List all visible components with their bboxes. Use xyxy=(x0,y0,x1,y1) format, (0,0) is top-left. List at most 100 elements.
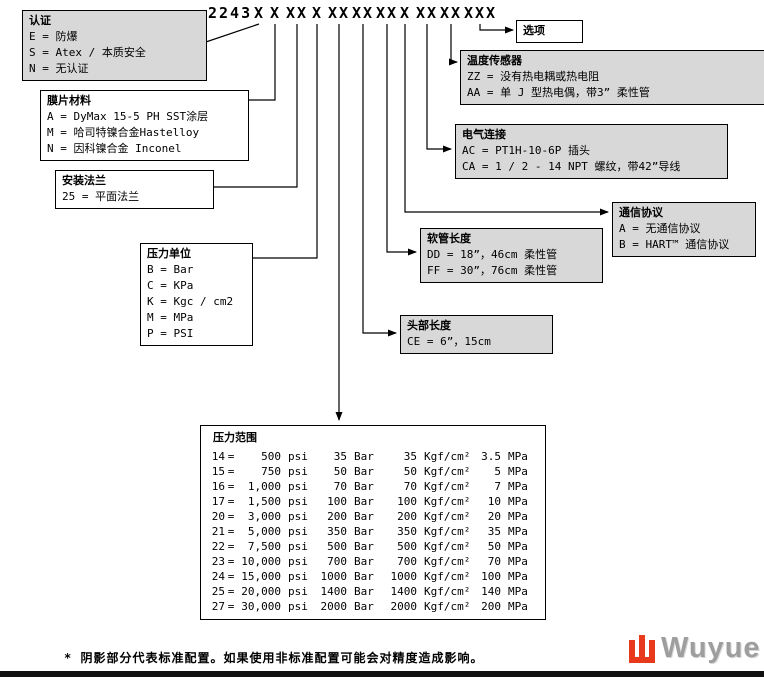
bar-unit: Bar xyxy=(354,510,374,523)
psi-value: 3,000 xyxy=(247,510,281,523)
kgf-value: 70 xyxy=(403,480,417,493)
mpa-unit: MPa xyxy=(508,495,528,508)
kgf-unit: Kgf/cm² xyxy=(424,570,471,583)
mpa-unit: MPa xyxy=(508,570,528,583)
range-code: 27 xyxy=(211,600,225,613)
kgf-unit: Kgf/cm² xyxy=(424,510,471,523)
equals-sign: = xyxy=(227,450,235,463)
mpa-value: 10 xyxy=(487,495,501,508)
mpa-unit: MPa xyxy=(508,450,528,463)
diaphragm-option-a: A = DyMax 15-5 PH SST涂层 xyxy=(47,110,209,123)
head-length-title: 头部长度 xyxy=(407,319,451,332)
equals-sign: = xyxy=(227,465,235,478)
mpa-unit: MPa xyxy=(508,480,528,493)
diaphragm-option-n: N = 因科镍合金 Inconel xyxy=(47,142,182,155)
hose-length-title: 软管长度 xyxy=(427,232,471,245)
psi-unit: psi xyxy=(288,570,308,583)
psi-value: 1,500 xyxy=(247,495,281,508)
wire-options xyxy=(479,24,514,34)
communication-protocol-title: 通信协议 xyxy=(619,206,663,219)
bar-value: 70 xyxy=(333,480,347,493)
bar-unit: Bar xyxy=(354,555,374,568)
equals-sign: = xyxy=(227,495,235,508)
kgf-value: 200 xyxy=(397,510,417,523)
footer-bar xyxy=(0,671,764,677)
mpa-unit: MPa xyxy=(508,555,528,568)
kgf-value: 500 xyxy=(397,540,417,553)
model-seg-head-length: XX xyxy=(352,4,375,22)
bar-value: 700 xyxy=(327,555,347,568)
psi-unit: psi xyxy=(288,465,308,478)
equals-sign: = xyxy=(227,510,235,523)
kgf-unit: Kgf/cm² xyxy=(424,555,471,568)
psi-value: 30,000 xyxy=(241,600,281,613)
psi-value: 750 xyxy=(261,465,281,478)
pressure-unit-option-p: P = PSI xyxy=(147,327,194,340)
certification-option-s: S = Atex / 本质安全 xyxy=(29,46,146,59)
certification-option-n: N = 无认证 xyxy=(29,62,89,75)
flange-option-25: 25 = 平面法兰 xyxy=(62,190,140,203)
kgf-unit: Kgf/cm² xyxy=(424,480,471,493)
bar-unit: Bar xyxy=(354,525,374,538)
electrical-option-ac: AC = PT1H-10-6P 插头 xyxy=(462,144,590,157)
kgf-value: 700 xyxy=(397,555,417,568)
hose-option-ff: FF = 30”，76cm 柔性管 xyxy=(427,264,558,277)
bar-unit: Bar xyxy=(354,600,374,613)
standard-config-note: * 阴影部分代表标准配置。如果使用非标准配置可能会对精度造成影响。 xyxy=(64,651,484,665)
pressure-unit-option-c: C = KPa xyxy=(147,279,194,292)
bar-value: 350 xyxy=(327,525,347,538)
mounting-flange-title: 安装法兰 xyxy=(62,174,106,187)
model-seg-temp-sensor: XX xyxy=(440,4,463,22)
pressure-unit-option-m: M = MPa xyxy=(147,311,194,324)
kgf-unit: Kgf/cm² xyxy=(424,600,471,613)
equals-sign: = xyxy=(227,585,235,598)
equals-sign: = xyxy=(227,570,235,583)
mpa-unit: MPa xyxy=(508,600,528,613)
model-seg-protocol: X xyxy=(400,4,412,22)
kgf-value: 2000 xyxy=(390,600,418,613)
range-code: 23 xyxy=(211,555,225,568)
psi-unit: psi xyxy=(288,600,308,613)
communication-protocol-box: 通信协议 A = 无通信协议 B = HART™ 通信协议 xyxy=(612,202,756,257)
psi-unit: psi xyxy=(288,540,308,553)
psi-value: 15,000 xyxy=(241,570,281,583)
range-code: 17 xyxy=(211,495,225,508)
diaphragm-option-m: M = 哈司特镍合金Hastelloy xyxy=(47,126,200,139)
psi-value: 5,000 xyxy=(247,525,281,538)
mpa-value: 200 xyxy=(481,600,501,613)
psi-value: 1,000 xyxy=(247,480,281,493)
kgf-unit: Kgf/cm² xyxy=(424,465,471,478)
bar-unit: Bar xyxy=(354,540,374,553)
protocol-option-a: A = 无通信协议 xyxy=(619,222,701,235)
bar-unit: Bar xyxy=(354,465,374,478)
mpa-value: 35 xyxy=(487,525,501,538)
pressure-unit-option-k: K = Kgc / cm2 xyxy=(147,295,234,308)
mpa-unit: MPa xyxy=(508,465,528,478)
certification-option-e: E = 防爆 xyxy=(29,30,78,43)
hose-option-dd: DD = 18”，46cm 柔性管 xyxy=(427,248,558,261)
bar-unit: Bar xyxy=(354,585,374,598)
wire-diaphragm xyxy=(239,24,276,104)
head-length-box: 头部长度 CE = 6”，15cm xyxy=(400,315,553,354)
model-number-base: 2243 xyxy=(208,4,253,22)
certification-box: 认证 E = 防爆 S = Atex / 本质安全 N = 无认证 xyxy=(22,10,207,81)
kgf-unit: Kgf/cm² xyxy=(424,585,471,598)
bar-value: 1400 xyxy=(320,585,348,598)
pressure-unit-option-b: B = Bar xyxy=(147,263,194,276)
mpa-value: 20 xyxy=(487,510,501,523)
psi-value: 500 xyxy=(261,450,281,463)
kgf-value: 1000 xyxy=(390,570,418,583)
equals-sign: = xyxy=(227,540,235,553)
psi-unit: psi xyxy=(288,555,308,568)
